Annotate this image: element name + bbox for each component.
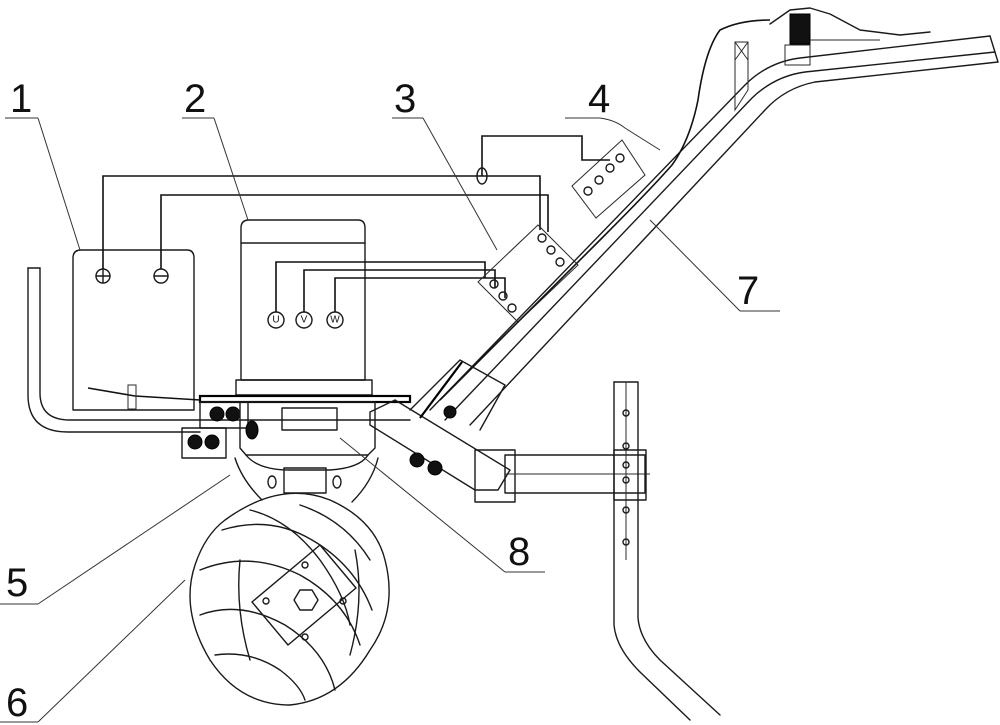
terminal-u-label: U [272, 315, 279, 326]
wheel-hub-plate [251, 544, 357, 646]
rear-guard-bar [27, 267, 201, 433]
battery-wires [102, 175, 549, 269]
callout-1: 1 [5, 77, 81, 251]
motor-terminal-v: V [295, 311, 313, 329]
handle-grip-controls [769, 7, 931, 66]
chassis-plate [87, 384, 412, 459]
callout-1-number: 1 [10, 77, 32, 121]
callout-7-number: 7 [737, 269, 759, 313]
terminal-w-label: W [330, 315, 340, 326]
callout-6-number: 6 [6, 681, 28, 725]
terminal-v-label: V [301, 315, 308, 326]
callout-2: 2 [182, 77, 249, 221]
motor-terminal-w: W [326, 311, 344, 329]
motor: U V W [235, 219, 373, 396]
motor-terminal-u: U [267, 311, 285, 329]
callout-3: 3 [392, 77, 498, 251]
motor-controller [477, 224, 579, 323]
callout-8: 8 [339, 437, 545, 574]
callout-8-number: 8 [508, 530, 530, 574]
control-switch-box [476, 135, 646, 219]
callout-2-number: 2 [184, 77, 206, 121]
callout-6: 6 [0, 579, 186, 725]
callout-5: 5 [0, 474, 231, 605]
battery-positive-terminal [95, 268, 111, 284]
handle-frame [429, 7, 999, 426]
mecanum-wheel [189, 492, 390, 706]
battery-box [72, 249, 195, 411]
callout-4-number: 4 [588, 77, 610, 121]
battery-negative-terminal [153, 268, 169, 284]
front-hitch [369, 359, 650, 503]
motor-phase-wires [275, 261, 506, 312]
callout-7: 7 [649, 219, 780, 313]
gear-reducer-housing [234, 401, 379, 503]
callout-5-number: 5 [6, 561, 28, 605]
tine-blade [613, 381, 721, 721]
callout-3-number: 3 [394, 77, 416, 121]
callout-4: 4 [565, 77, 661, 151]
